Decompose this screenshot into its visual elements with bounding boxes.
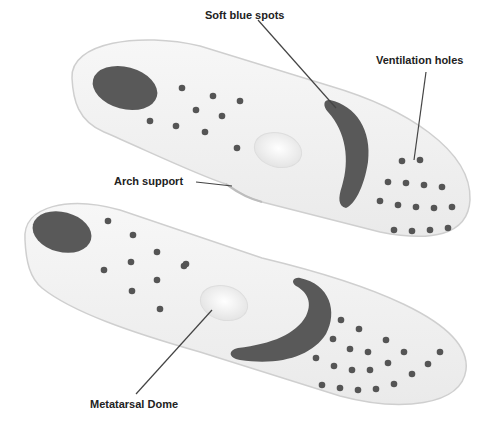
ventilation-hole	[193, 107, 200, 114]
part-label: Metatarsal Dome	[90, 398, 178, 411]
ventilation-hole	[129, 288, 136, 295]
part-label: Soft blue spots	[205, 9, 284, 22]
ventilation-hole	[385, 179, 392, 186]
ventilation-hole	[409, 228, 416, 235]
ventilation-hole	[338, 317, 345, 324]
ventilation-hole	[437, 349, 444, 356]
insole-outline	[72, 40, 470, 236]
ventilation-hole	[383, 337, 390, 344]
ventilation-hole	[399, 158, 406, 165]
ventilation-hole	[154, 249, 161, 256]
ventilation-hole	[417, 157, 424, 164]
leader-line	[196, 182, 232, 186]
ventilation-hole	[219, 113, 226, 120]
ventilation-hole	[439, 184, 446, 191]
ventilation-hole	[355, 387, 362, 394]
leader-line	[258, 20, 336, 108]
ventilation-hole	[377, 198, 384, 205]
ventilation-hole	[331, 363, 338, 370]
ventilation-hole	[449, 204, 456, 211]
top-insole	[72, 40, 470, 236]
ventilation-hole	[385, 360, 392, 367]
ventilation-hole	[391, 227, 398, 234]
ventilation-hole	[210, 93, 217, 100]
ventilation-hole	[391, 381, 398, 388]
ventilation-hole	[431, 205, 438, 212]
ventilation-hole	[202, 129, 209, 136]
ventilation-hole	[319, 382, 326, 389]
ventilation-hole	[425, 361, 432, 368]
ventilation-hole	[313, 355, 320, 362]
ventilation-hole	[157, 306, 164, 313]
ventilation-hole	[154, 277, 161, 284]
ventilation-hole	[147, 118, 154, 125]
leader-lines	[136, 20, 426, 394]
forefoot-soft-spot	[231, 278, 332, 362]
heel-soft-spot	[28, 205, 96, 259]
ventilation-hole	[179, 85, 186, 92]
ventilation-hole	[421, 182, 428, 189]
ventilation-hole	[347, 346, 354, 353]
ventilation-hole	[105, 218, 112, 225]
ventilation-hole	[337, 385, 344, 392]
ventilation-hole	[356, 326, 363, 333]
ventilation-hole	[373, 386, 380, 393]
leader-line	[414, 72, 426, 160]
bottom-insole	[25, 204, 466, 405]
arch-support	[226, 184, 262, 202]
ventilation-hole	[173, 123, 180, 130]
ventilation-holes	[101, 85, 456, 394]
ventilation-hole	[183, 261, 190, 268]
ventilation-hole	[445, 225, 452, 232]
ventilation-hole	[409, 371, 416, 378]
ventilation-hole	[403, 180, 410, 187]
ventilation-hole	[330, 336, 337, 343]
ventilation-hole	[349, 367, 356, 374]
ventilation-hole	[130, 232, 137, 239]
leader-line	[136, 310, 212, 394]
ventilation-hole	[367, 367, 374, 374]
ventilation-hole	[427, 227, 434, 234]
ventilation-hole	[413, 204, 420, 211]
ventilation-hole	[234, 145, 241, 152]
part-label: Ventilation holes	[376, 54, 463, 67]
ventilation-hole	[395, 202, 402, 209]
part-label: Arch support	[114, 175, 183, 188]
heel-soft-spot	[88, 59, 163, 117]
ventilation-hole	[237, 98, 244, 105]
ventilation-hole	[101, 267, 108, 274]
forefoot-soft-spot	[324, 100, 368, 208]
metatarsal-dome	[250, 127, 305, 172]
ventilation-hole	[128, 259, 135, 266]
ventilation-hole	[365, 349, 372, 356]
insole-outline	[25, 204, 466, 405]
ventilation-hole	[401, 349, 408, 356]
